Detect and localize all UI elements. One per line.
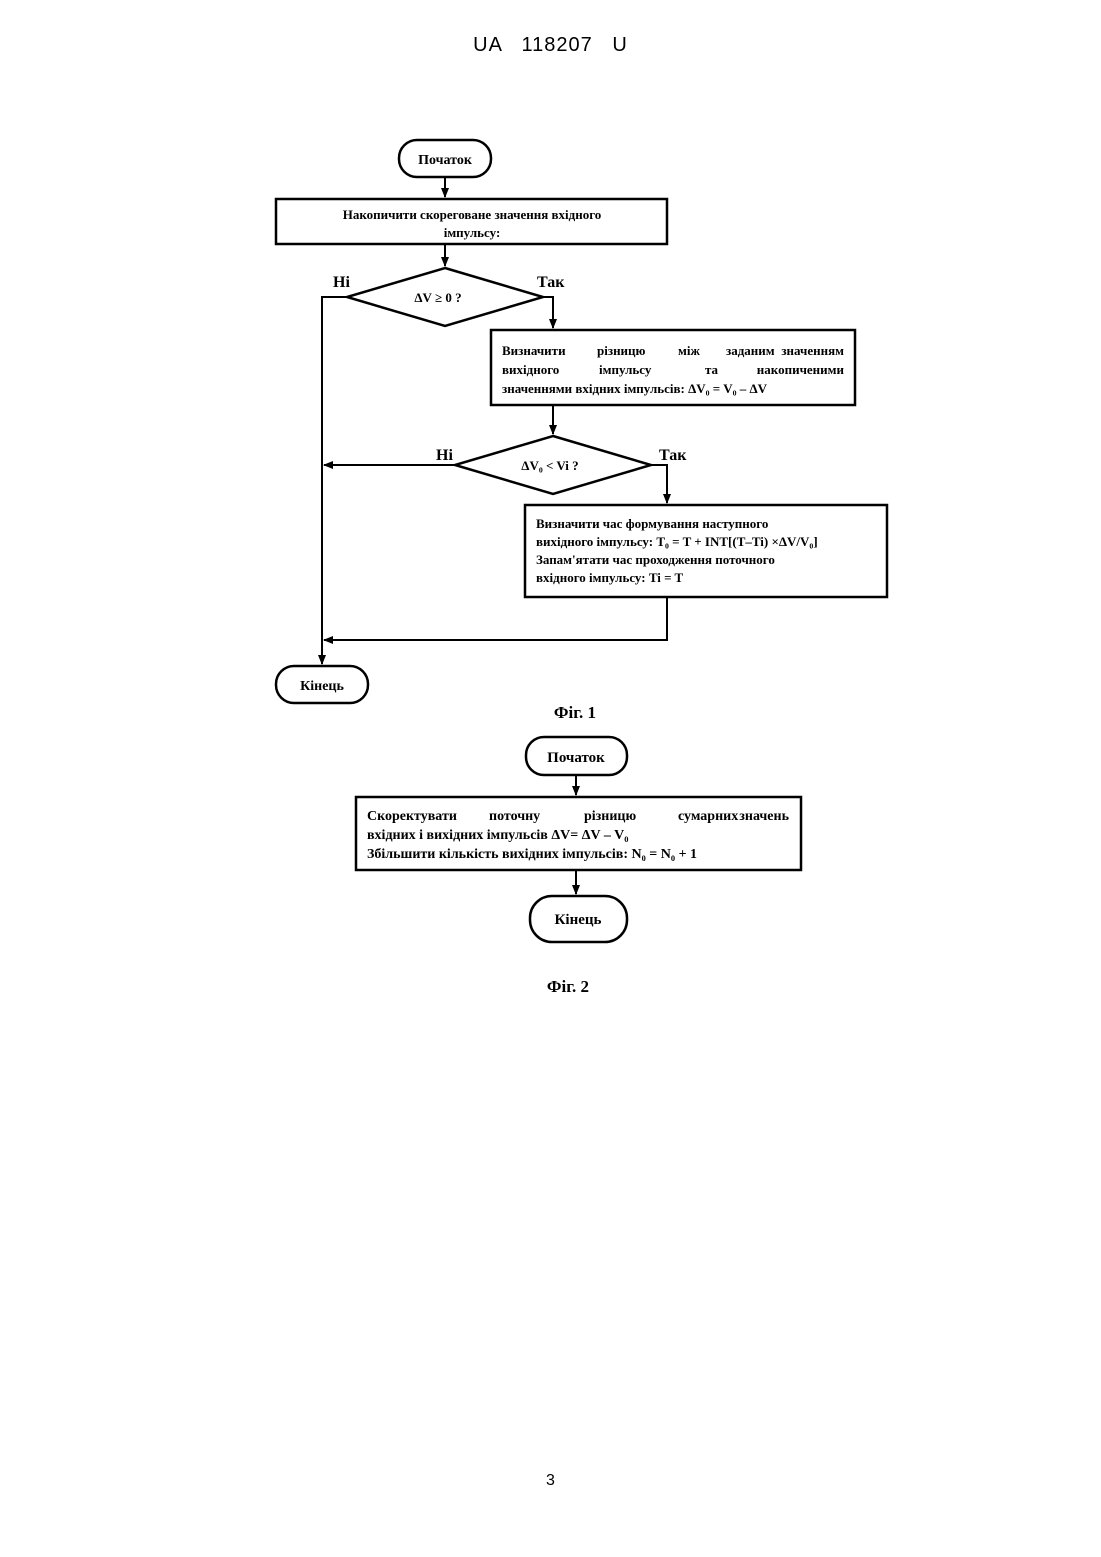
fig1-step2-word: між <box>678 343 700 358</box>
fig1-caption: Фіг. 1 <box>554 703 596 722</box>
fig1-process-accumulate-line1: Накопичити скореговане значення вхідного <box>343 207 602 222</box>
fig1-process-difference-line3: значеннями вхідних імпульсів: ΔV₀ = V₀ –… <box>502 381 768 396</box>
fig1-step2-word: заданим <box>726 343 775 358</box>
figure-2: Початок Скоректувати поточну різницю сум… <box>356 737 801 996</box>
figure-1: Початок Накопичити скореговане значення … <box>276 140 887 722</box>
fig1-decision-dv0-less-vi-label: ΔV₀ < Vi ? <box>521 458 578 473</box>
fig1-step2-word: накопиченими <box>757 362 845 377</box>
fig1-arrow-dec2-yes <box>651 465 667 503</box>
fig1-line-dec1-no <box>322 297 347 664</box>
fig1-decision2-yes-label: Так <box>659 447 687 464</box>
fig1-arrow-step3-return <box>324 597 667 640</box>
fig1-process-timing-line4: вхідного імпульсу: Ti = T <box>536 570 684 585</box>
fig1-decision1-yes-label: Так <box>537 274 565 291</box>
page-number: 3 <box>0 1472 1101 1490</box>
fig2-step-word: сумарних <box>678 809 738 824</box>
fig2-step-word: Скоректувати <box>367 809 457 824</box>
fig1-decision1-no-label: Ні <box>333 274 350 291</box>
fig2-process-correct-line2: вхідних і вихідних імпульсів ΔV= ΔV – V₀ <box>367 828 628 843</box>
fig1-process-timing-line3: Запам'ятати час проходження поточного <box>536 552 775 567</box>
fig1-step2-word: Визначити <box>502 343 566 358</box>
fig1-step2-word: імпульсу <box>599 362 652 377</box>
fig2-start-label: Початок <box>547 750 605 766</box>
fig1-process-timing-line1: Визначити час формування наступного <box>536 516 768 531</box>
fig2-caption: Фіг. 2 <box>547 977 589 996</box>
fig1-step2-word: різницю <box>597 343 646 358</box>
fig2-process-correct-line3: Збільшити кількість вихідних імпульсів: … <box>367 847 697 862</box>
fig2-step-word: поточну <box>489 809 540 824</box>
fig1-start-label: Початок <box>418 153 473 168</box>
fig1-step2-word: вихідного <box>502 362 559 377</box>
fig1-arrow-dec1-yes <box>543 297 553 328</box>
fig1-decision2-no-label: Ні <box>436 447 453 464</box>
fig1-decision-dv-nonneg-label: ΔV ≥ 0 ? <box>414 290 461 305</box>
fig2-end-label: Кінець <box>555 912 602 928</box>
fig2-step-word: різницю <box>584 809 637 824</box>
fig1-step2-word: значенням <box>781 343 844 358</box>
fig1-end-label: Кінець <box>300 679 344 694</box>
fig2-step-word: значень <box>739 809 789 824</box>
fig1-process-accumulate-line2: імпульсу: <box>444 225 501 240</box>
fig1-process-timing-line2: вихідного імпульсу: T₀ = T + INT[(T–Ti) … <box>536 534 818 549</box>
fig1-step2-word: та <box>705 362 719 377</box>
